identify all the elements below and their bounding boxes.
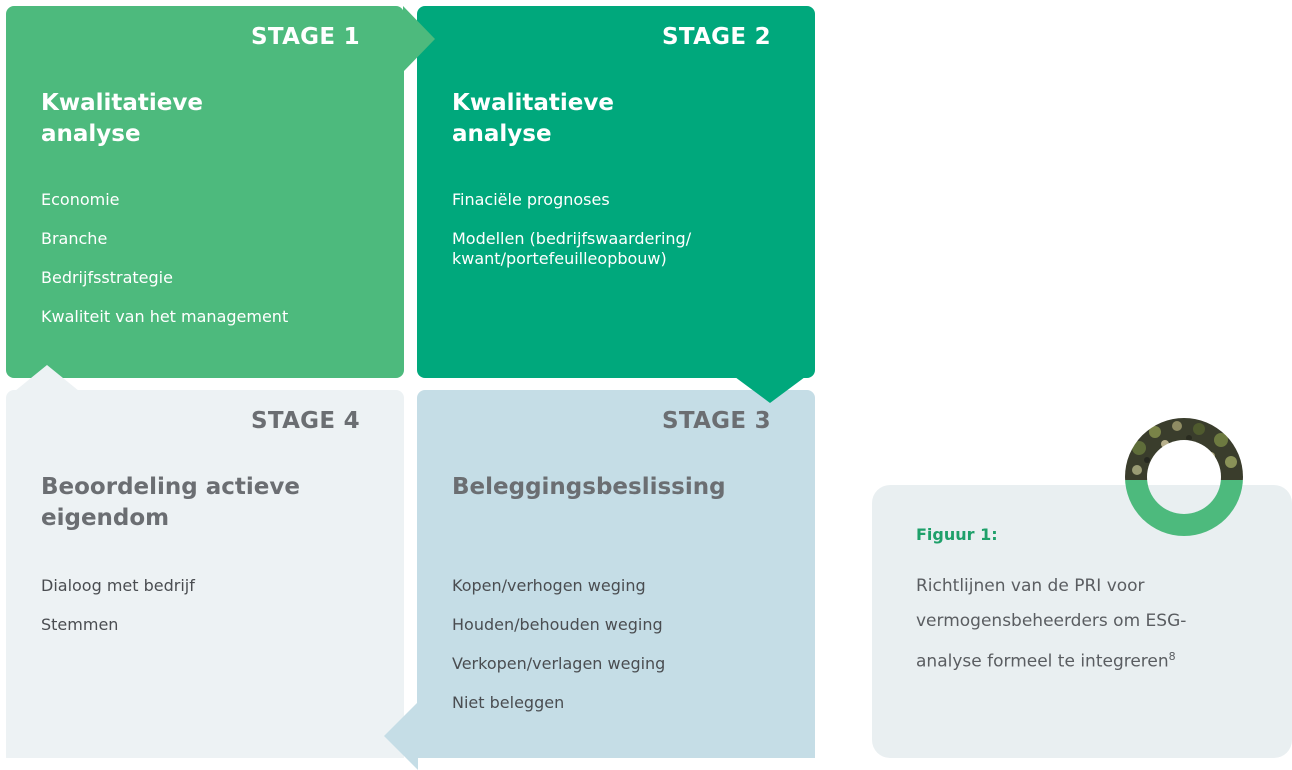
list-item: Economie [41, 190, 120, 209]
list-item: Houden/behouden weging [452, 615, 663, 634]
list-item: Bedrijfsstrategie [41, 268, 173, 287]
photo-ring-icon [1125, 418, 1243, 536]
arrow-down-icon [735, 377, 805, 403]
list-item: Verkopen/verlagen weging [452, 654, 666, 673]
stage-3-list: Kopen/verhogen weging Houden/behouden we… [452, 576, 665, 732]
stage-4-list: Dialoog met bedrijf Stemmen [41, 576, 195, 654]
list-item: Dialoog met bedrijf [41, 576, 195, 595]
stage-2-title: Kwalitatieve analyse [452, 88, 752, 150]
stage-3-title-line1: Beleggingsbeslissing [452, 474, 726, 500]
stage-2-list: Finaciële prognoses Modellen (bedrijfswa… [452, 190, 772, 288]
footnote-marker: 8 [1168, 650, 1176, 663]
list-item: Kwaliteit van het management [41, 307, 289, 326]
arrow-left-icon [384, 702, 418, 770]
stage-1-list: Economie Branche Bedrijfsstrategie Kwali… [41, 190, 288, 346]
caption-body: Richtlijnen van de PRI voor vermogensbeh… [916, 576, 1187, 672]
stage-2-title-line2: analyse [452, 121, 552, 147]
stage-1-title-line1: Kwalitatieve [41, 90, 203, 116]
stage-1-title-line2: analyse [41, 121, 141, 147]
stage-4-title-line2: eigendom [41, 505, 170, 531]
stage-4-label: STAGE 4 [251, 408, 360, 434]
arrow-right-icon [403, 6, 435, 72]
figure-label: Figuur 1: [916, 525, 998, 544]
figure-caption-text: Richtlijnen van de PRI voor vermogensbeh… [916, 569, 1216, 680]
list-item: Modellen (bedrijfswaardering/ kwant/port… [452, 229, 692, 268]
arrow-up-icon [15, 365, 79, 391]
stage-4-panel: STAGE 4 Beoordeling actieve eigendom Dia… [6, 390, 404, 758]
list-item: Branche [41, 229, 108, 248]
stage-3-panel: STAGE 3 Beleggingsbeslissing Kopen/verho… [417, 390, 815, 758]
stage-2-label: STAGE 2 [662, 24, 771, 50]
list-item: Kopen/verhogen weging [452, 576, 646, 595]
stage-2-title-line1: Kwalitatieve [452, 90, 614, 116]
stage-1-title: Kwalitatieve analyse [41, 88, 341, 150]
stage-1-label: STAGE 1 [251, 24, 360, 50]
stage-3-label: STAGE 3 [662, 408, 771, 434]
stage-3-title: Beleggingsbeslissing [452, 472, 752, 503]
list-item: Finaciële prognoses [452, 190, 610, 209]
list-item: Stemmen [41, 615, 119, 634]
stage-4-title-line1: Beoordeling actieve [41, 474, 300, 500]
stage-4-title: Beoordeling actieve eigendom [41, 472, 341, 534]
list-item: Niet beleggen [452, 693, 565, 712]
stage-1-panel: STAGE 1 Kwalitatieve analyse Economie Br… [6, 6, 404, 378]
stage-2-panel: STAGE 2 Kwalitatieve analyse Finaciële p… [417, 6, 815, 378]
